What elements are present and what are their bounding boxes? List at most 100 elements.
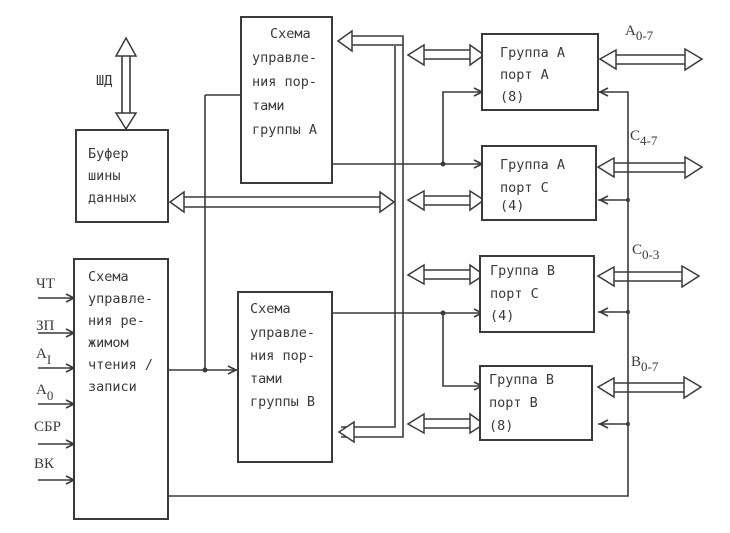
output-labels: A0-7 C4-7 C0-3 B0-7 — [625, 23, 659, 374]
arrowhead-icon — [227, 365, 238, 375]
block-text: Схема — [88, 269, 129, 285]
arrowhead-icon — [114, 36, 138, 57]
bus-link-port-c-a — [406, 189, 486, 212]
input-arrow-cs — [38, 475, 76, 485]
bus-line — [422, 269, 472, 280]
bus-line — [614, 54, 687, 65]
block-text: управле- — [250, 325, 315, 341]
output-label-main: B — [631, 354, 641, 370]
block-frame — [479, 255, 595, 333]
arrowhead-icon — [684, 47, 704, 72]
output-label-main: C — [632, 242, 642, 258]
block-text: (4) — [490, 308, 514, 324]
block-text: Группа В — [489, 372, 554, 388]
junction-dot — [440, 310, 446, 316]
input-label-main: A — [36, 382, 47, 398]
external-outputs — [596, 47, 704, 400]
output-label-sub: 0-3 — [642, 247, 659, 262]
input-arrow-rd — [38, 293, 76, 303]
arrowhead-icon — [168, 190, 185, 214]
junction-dot — [626, 198, 630, 202]
output-label-c-hi: C4-7 — [630, 128, 658, 148]
data-bus-label: ШД — [96, 73, 112, 89]
control-wires — [168, 87, 630, 497]
block-group-b-port-b: Группа В порт В (8) — [479, 365, 593, 441]
block-data-bus-buffer: Буфер шины данных — [75, 129, 169, 223]
wire-to-port-b — [442, 313, 482, 387]
output-bus-c-hi — [596, 155, 704, 180]
bus-link-port-c-b — [406, 263, 486, 286]
arrowhead-icon — [596, 265, 615, 288]
output-label-sub: 0-7 — [636, 28, 654, 43]
block-frame — [73, 258, 169, 520]
arrowhead-icon — [406, 263, 425, 286]
wire-feedback — [168, 91, 629, 497]
input-label-main: A — [36, 346, 47, 362]
bus-line — [121, 56, 131, 113]
arrowhead-icon — [596, 156, 615, 179]
block-group-b-control: Схема управле- ния пор- тами группы В — [237, 291, 333, 463]
arrowhead-icon — [683, 375, 703, 400]
block-text: Схема — [270, 26, 311, 42]
wire-to-port-a — [442, 91, 482, 164]
block-text: Группа А — [500, 157, 565, 173]
block-frame — [481, 145, 597, 221]
block-text: ния пор- — [250, 348, 315, 364]
input-label-cs: ВК — [34, 456, 55, 472]
block-group-a-control: Схема управле- ния пор- тами группы А — [240, 16, 333, 184]
output-label-c-lo: C0-3 — [632, 242, 659, 262]
internal-data-bus — [336, 29, 404, 444]
arrowhead-icon — [598, 87, 609, 97]
block-text: (4) — [500, 198, 524, 214]
block-text: записи — [88, 379, 137, 395]
input-label-sub: I — [47, 352, 51, 367]
block-group-a-port-a: Группа А порт А (8) — [481, 33, 599, 111]
external-data-bus: ШД — [96, 36, 138, 131]
block-text: шины — [88, 168, 121, 184]
input-label-wr: ЗП — [36, 318, 55, 334]
block-text: порт В — [489, 395, 538, 411]
block-text: группы А — [252, 122, 317, 138]
arrowhead-icon — [684, 155, 704, 180]
arrowhead-icon — [681, 264, 701, 289]
arrowhead-icon — [469, 43, 486, 67]
block-text: тами — [252, 98, 285, 114]
junction-dot — [626, 422, 630, 426]
arrowhead-icon — [406, 412, 425, 435]
junction-dot — [626, 310, 630, 314]
block-text: данных — [88, 190, 137, 206]
block-text: (8) — [500, 89, 524, 105]
block-frame — [240, 16, 333, 184]
output-label-sub: 4-7 — [640, 133, 658, 148]
arrowhead-icon — [469, 412, 486, 435]
arrowhead-icon — [598, 195, 609, 205]
junction-dot — [440, 161, 446, 167]
block-text: Схема — [250, 301, 291, 317]
control-inputs: ЧТ ЗП AI A0 СБР ВК — [34, 276, 76, 485]
arrowhead-icon — [598, 307, 609, 317]
arrowhead-icon — [596, 376, 615, 399]
input-label-reset: СБР — [34, 419, 61, 435]
input-label-rd: ЧТ — [36, 276, 55, 292]
block-text: жимом — [88, 335, 129, 351]
block-frame — [479, 365, 593, 441]
output-bus-a — [598, 47, 704, 72]
block-text: Буфер — [88, 146, 129, 162]
block-frame — [75, 129, 169, 223]
junction-dot — [202, 367, 208, 373]
block-text: Группа В — [490, 263, 555, 279]
input-label-a0: A0 — [36, 382, 53, 403]
block-group-a-port-c: Группа А порт С (4) — [481, 145, 597, 221]
bus-inner-line — [341, 46, 396, 428]
bus-line — [612, 162, 687, 173]
block-text: порт С — [490, 286, 539, 302]
arrowhead-icon — [406, 43, 425, 67]
block-text: управле- — [252, 50, 317, 66]
bus-link-port-b — [406, 412, 486, 435]
bus-line — [422, 49, 472, 60]
bus-line — [612, 382, 686, 393]
arrowhead-icon — [379, 190, 396, 214]
arrowhead-icon — [598, 48, 617, 71]
input-arrow-a1 — [38, 363, 76, 373]
block-text: чтения / — [88, 357, 153, 373]
